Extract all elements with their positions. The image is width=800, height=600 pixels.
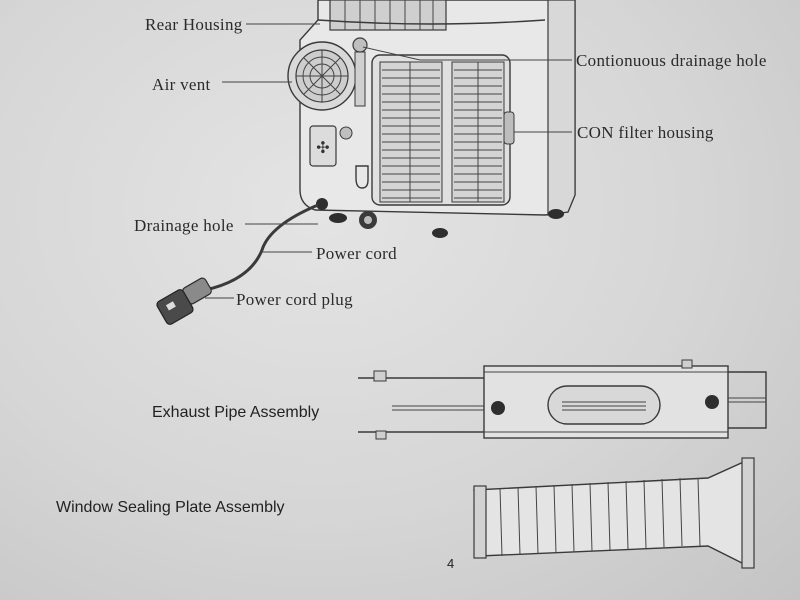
- svg-text:✣: ✣: [316, 138, 329, 157]
- window-sealing-hose-drawing: [473, 457, 755, 569]
- label-air-vent: Air vent: [152, 75, 211, 94]
- cord-hook: [355, 165, 369, 189]
- label-drainage-hole: Drainage hole: [134, 216, 234, 235]
- filter-housing: [371, 54, 515, 206]
- page-number: 4: [447, 556, 454, 571]
- drainage-outlet: [316, 198, 328, 210]
- label-power-cord-plug: Power cord plug: [236, 290, 353, 309]
- top-louvre: [329, 0, 447, 31]
- power-cord-and-plug: [156, 203, 319, 325]
- air-vent-fan: [287, 41, 357, 111]
- label-continuous-drainage-hole: Contionuous drainage hole: [576, 51, 767, 70]
- label-exhaust-pipe-assembly: Exhaust Pipe Assembly: [152, 404, 319, 421]
- continuous-drainage-fitting: [352, 37, 368, 107]
- exhaust-pipe-assembly-drawing: [358, 359, 767, 440]
- leader-lines: [205, 23, 572, 299]
- symbol-plate: ✣: [309, 125, 353, 167]
- air-conditioner-rear-view: ✣: [156, 0, 576, 325]
- label-rear-housing: Rear Housing: [145, 15, 243, 34]
- casters: [329, 209, 564, 238]
- label-window-sealing-plate-assembly: Window Sealing Plate Assembly: [56, 499, 285, 516]
- label-power-cord: Power cord: [316, 244, 397, 263]
- label-con-filter-housing: CON filter housing: [577, 123, 714, 142]
